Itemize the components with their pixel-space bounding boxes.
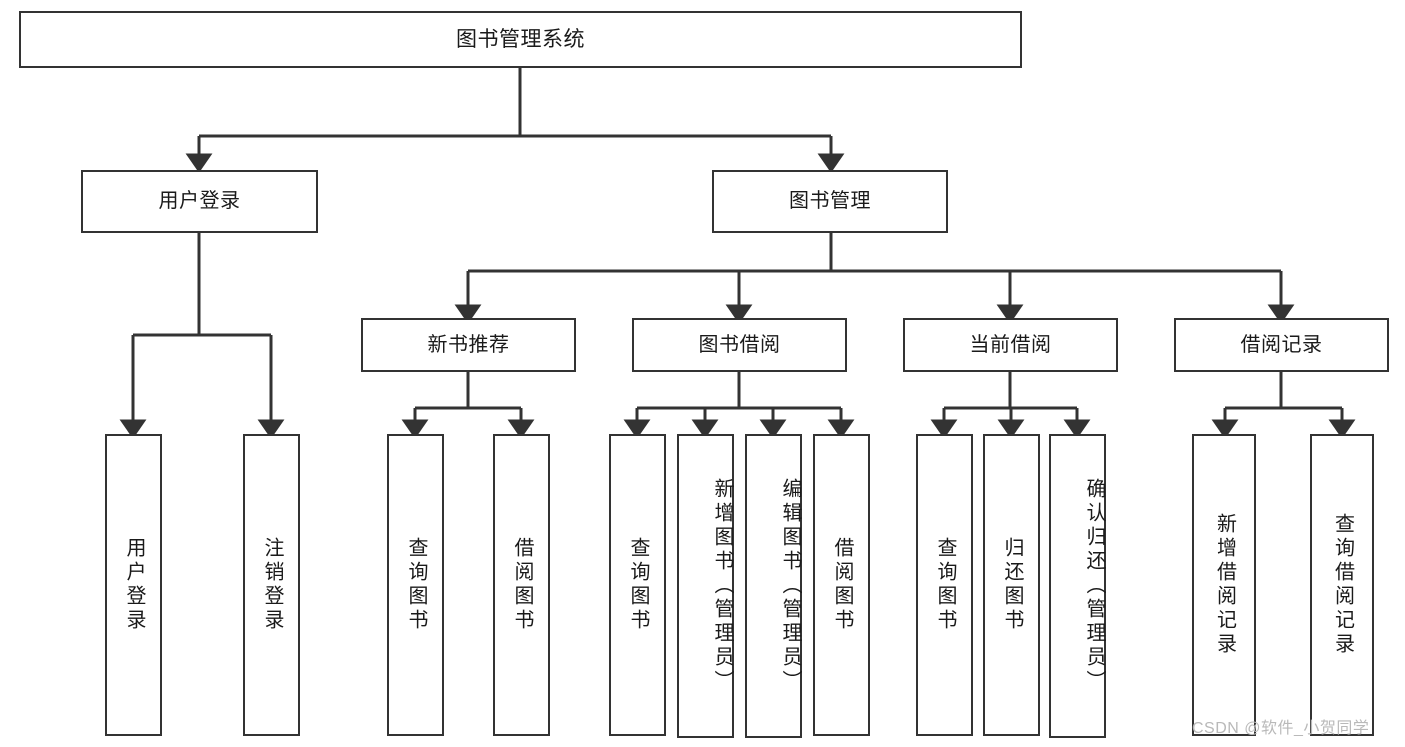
leaf-edit-book-admin-label: 编辑图书（管理员）	[779, 478, 801, 694]
node-root-label: 图书管理系统	[456, 27, 585, 51]
node-borrow-records-label: 借阅记录	[1240, 333, 1323, 356]
leaf-borrow-book-borrow[interactable]: 借阅图书	[813, 434, 870, 736]
leaf-borrow-book-borrow-label: 借阅图书	[831, 537, 853, 633]
leaf-confirm-return-admin-label: 确认归还（管理员）	[1083, 478, 1105, 694]
leaf-add-borrow-record[interactable]: 新增借阅记录	[1192, 434, 1256, 736]
leaf-confirm-return-admin[interactable]: 确认归还（管理员）	[1049, 434, 1106, 738]
leaf-add-borrow-record-label: 新增借阅记录	[1213, 513, 1236, 657]
node-new-book-recommend-label: 新书推荐	[427, 333, 510, 356]
leaf-query-borrow-record[interactable]: 查询借阅记录	[1310, 434, 1374, 736]
node-book-borrow-label: 图书借阅	[698, 333, 781, 356]
node-borrow-records[interactable]: 借阅记录	[1174, 318, 1389, 372]
node-user-login[interactable]: 用户登录	[81, 170, 318, 233]
leaf-query-book-recommend-label: 查询图书	[405, 537, 427, 633]
leaf-user-login-label: 用户登录	[123, 537, 145, 633]
watermark-text: CSDN @软件_小贺同学	[1192, 720, 1370, 737]
leaf-query-book-borrow-label: 查询图书	[627, 537, 649, 633]
leaf-return-book-label: 归还图书	[1001, 537, 1023, 633]
leaf-add-book-admin[interactable]: 新增图书（管理员）	[677, 434, 734, 738]
leaf-edit-book-admin[interactable]: 编辑图书（管理员）	[745, 434, 802, 738]
node-new-book-recommend[interactable]: 新书推荐	[361, 318, 576, 372]
leaf-user-logout-label: 注销登录	[261, 537, 283, 633]
leaf-query-book-current[interactable]: 查询图书	[916, 434, 973, 736]
leaf-query-book-borrow[interactable]: 查询图书	[609, 434, 666, 736]
leaf-return-book[interactable]: 归还图书	[983, 434, 1040, 736]
node-current-borrow[interactable]: 当前借阅	[903, 318, 1118, 372]
node-book-management[interactable]: 图书管理	[712, 170, 948, 233]
node-current-borrow-label: 当前借阅	[969, 333, 1052, 356]
node-book-management-label: 图书管理	[789, 190, 871, 213]
leaf-query-book-current-label: 查询图书	[934, 537, 956, 633]
node-root[interactable]: 图书管理系统	[19, 11, 1022, 68]
leaf-query-book-recommend[interactable]: 查询图书	[387, 434, 444, 736]
leaf-borrow-book-recommend[interactable]: 借阅图书	[493, 434, 550, 736]
node-book-borrow[interactable]: 图书借阅	[632, 318, 847, 372]
leaf-add-book-admin-label: 新增图书（管理员）	[711, 478, 733, 694]
leaf-user-login[interactable]: 用户登录	[105, 434, 162, 736]
leaf-query-borrow-record-label: 查询借阅记录	[1331, 513, 1354, 657]
leaf-user-logout[interactable]: 注销登录	[243, 434, 300, 736]
leaf-borrow-book-recommend-label: 借阅图书	[511, 537, 533, 633]
node-user-login-label: 用户登录	[158, 190, 241, 213]
